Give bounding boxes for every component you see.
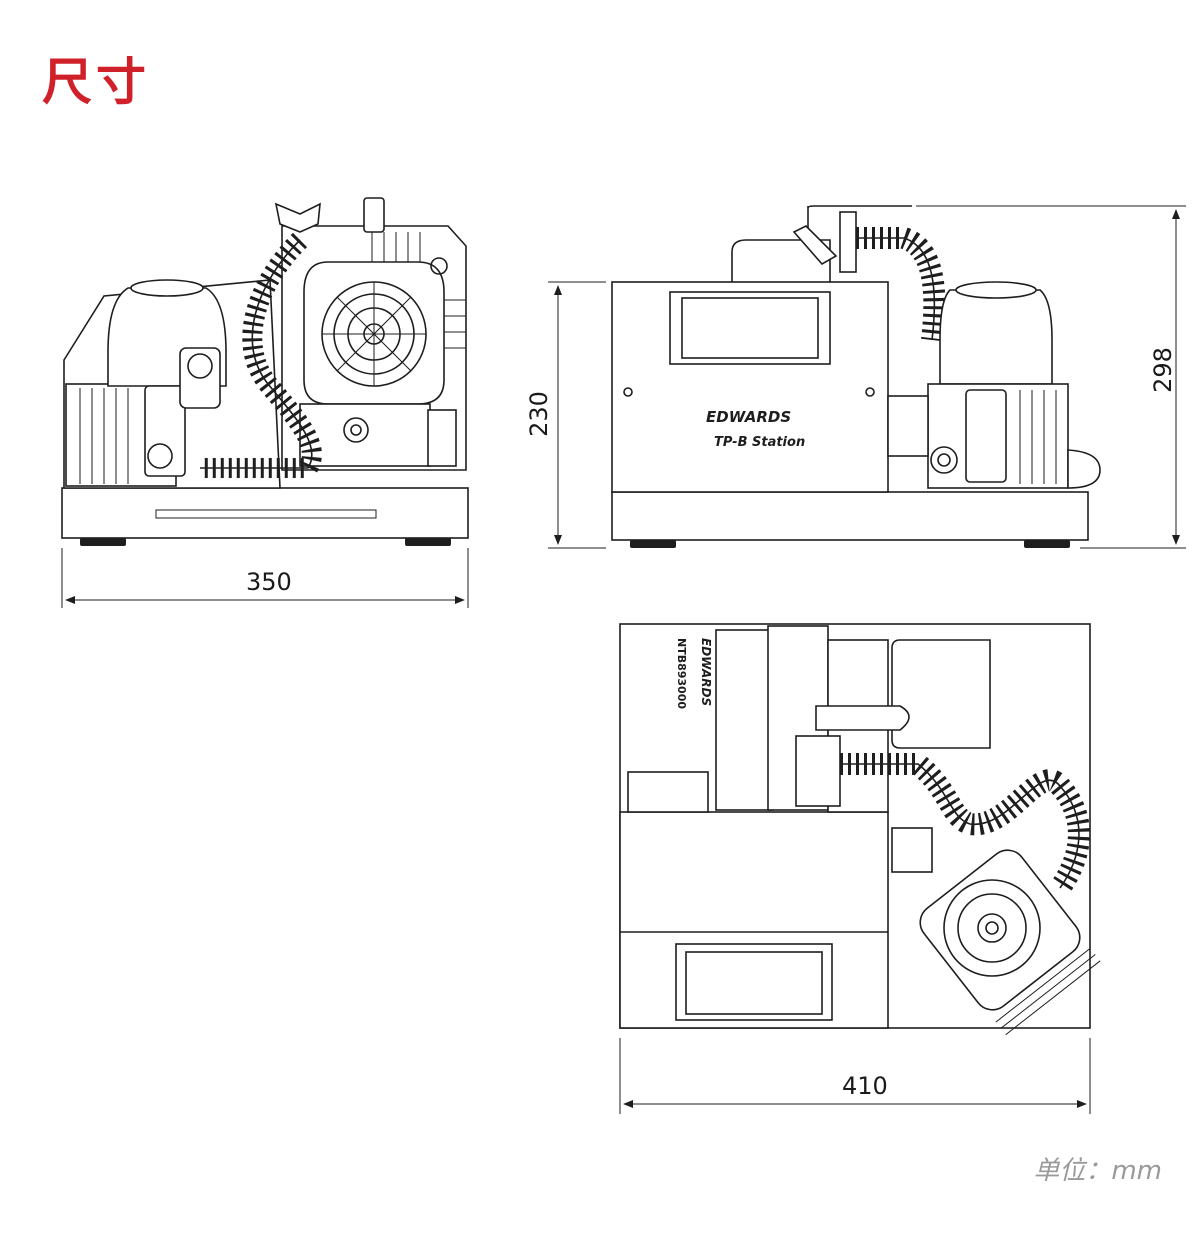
model-label: TP-B Station (714, 435, 805, 450)
dimension-front-total-height: 298 (1148, 347, 1177, 393)
plan-brand-label: EDWARDS (699, 638, 713, 706)
dimension-top-width: 410 (842, 1072, 888, 1100)
plan-part-number: NTB893000 (675, 638, 688, 709)
dimension-front-height: 230 (524, 391, 553, 437)
side-view (61, 197, 469, 546)
brand-label: EDWARDS (706, 408, 791, 426)
front-view (611, 205, 1101, 548)
page-title: 尺寸 (42, 52, 150, 111)
top-view (619, 623, 1101, 1036)
unit-label: 单位：mm (1033, 1156, 1162, 1186)
dimension-side-width: 350 (246, 568, 292, 596)
